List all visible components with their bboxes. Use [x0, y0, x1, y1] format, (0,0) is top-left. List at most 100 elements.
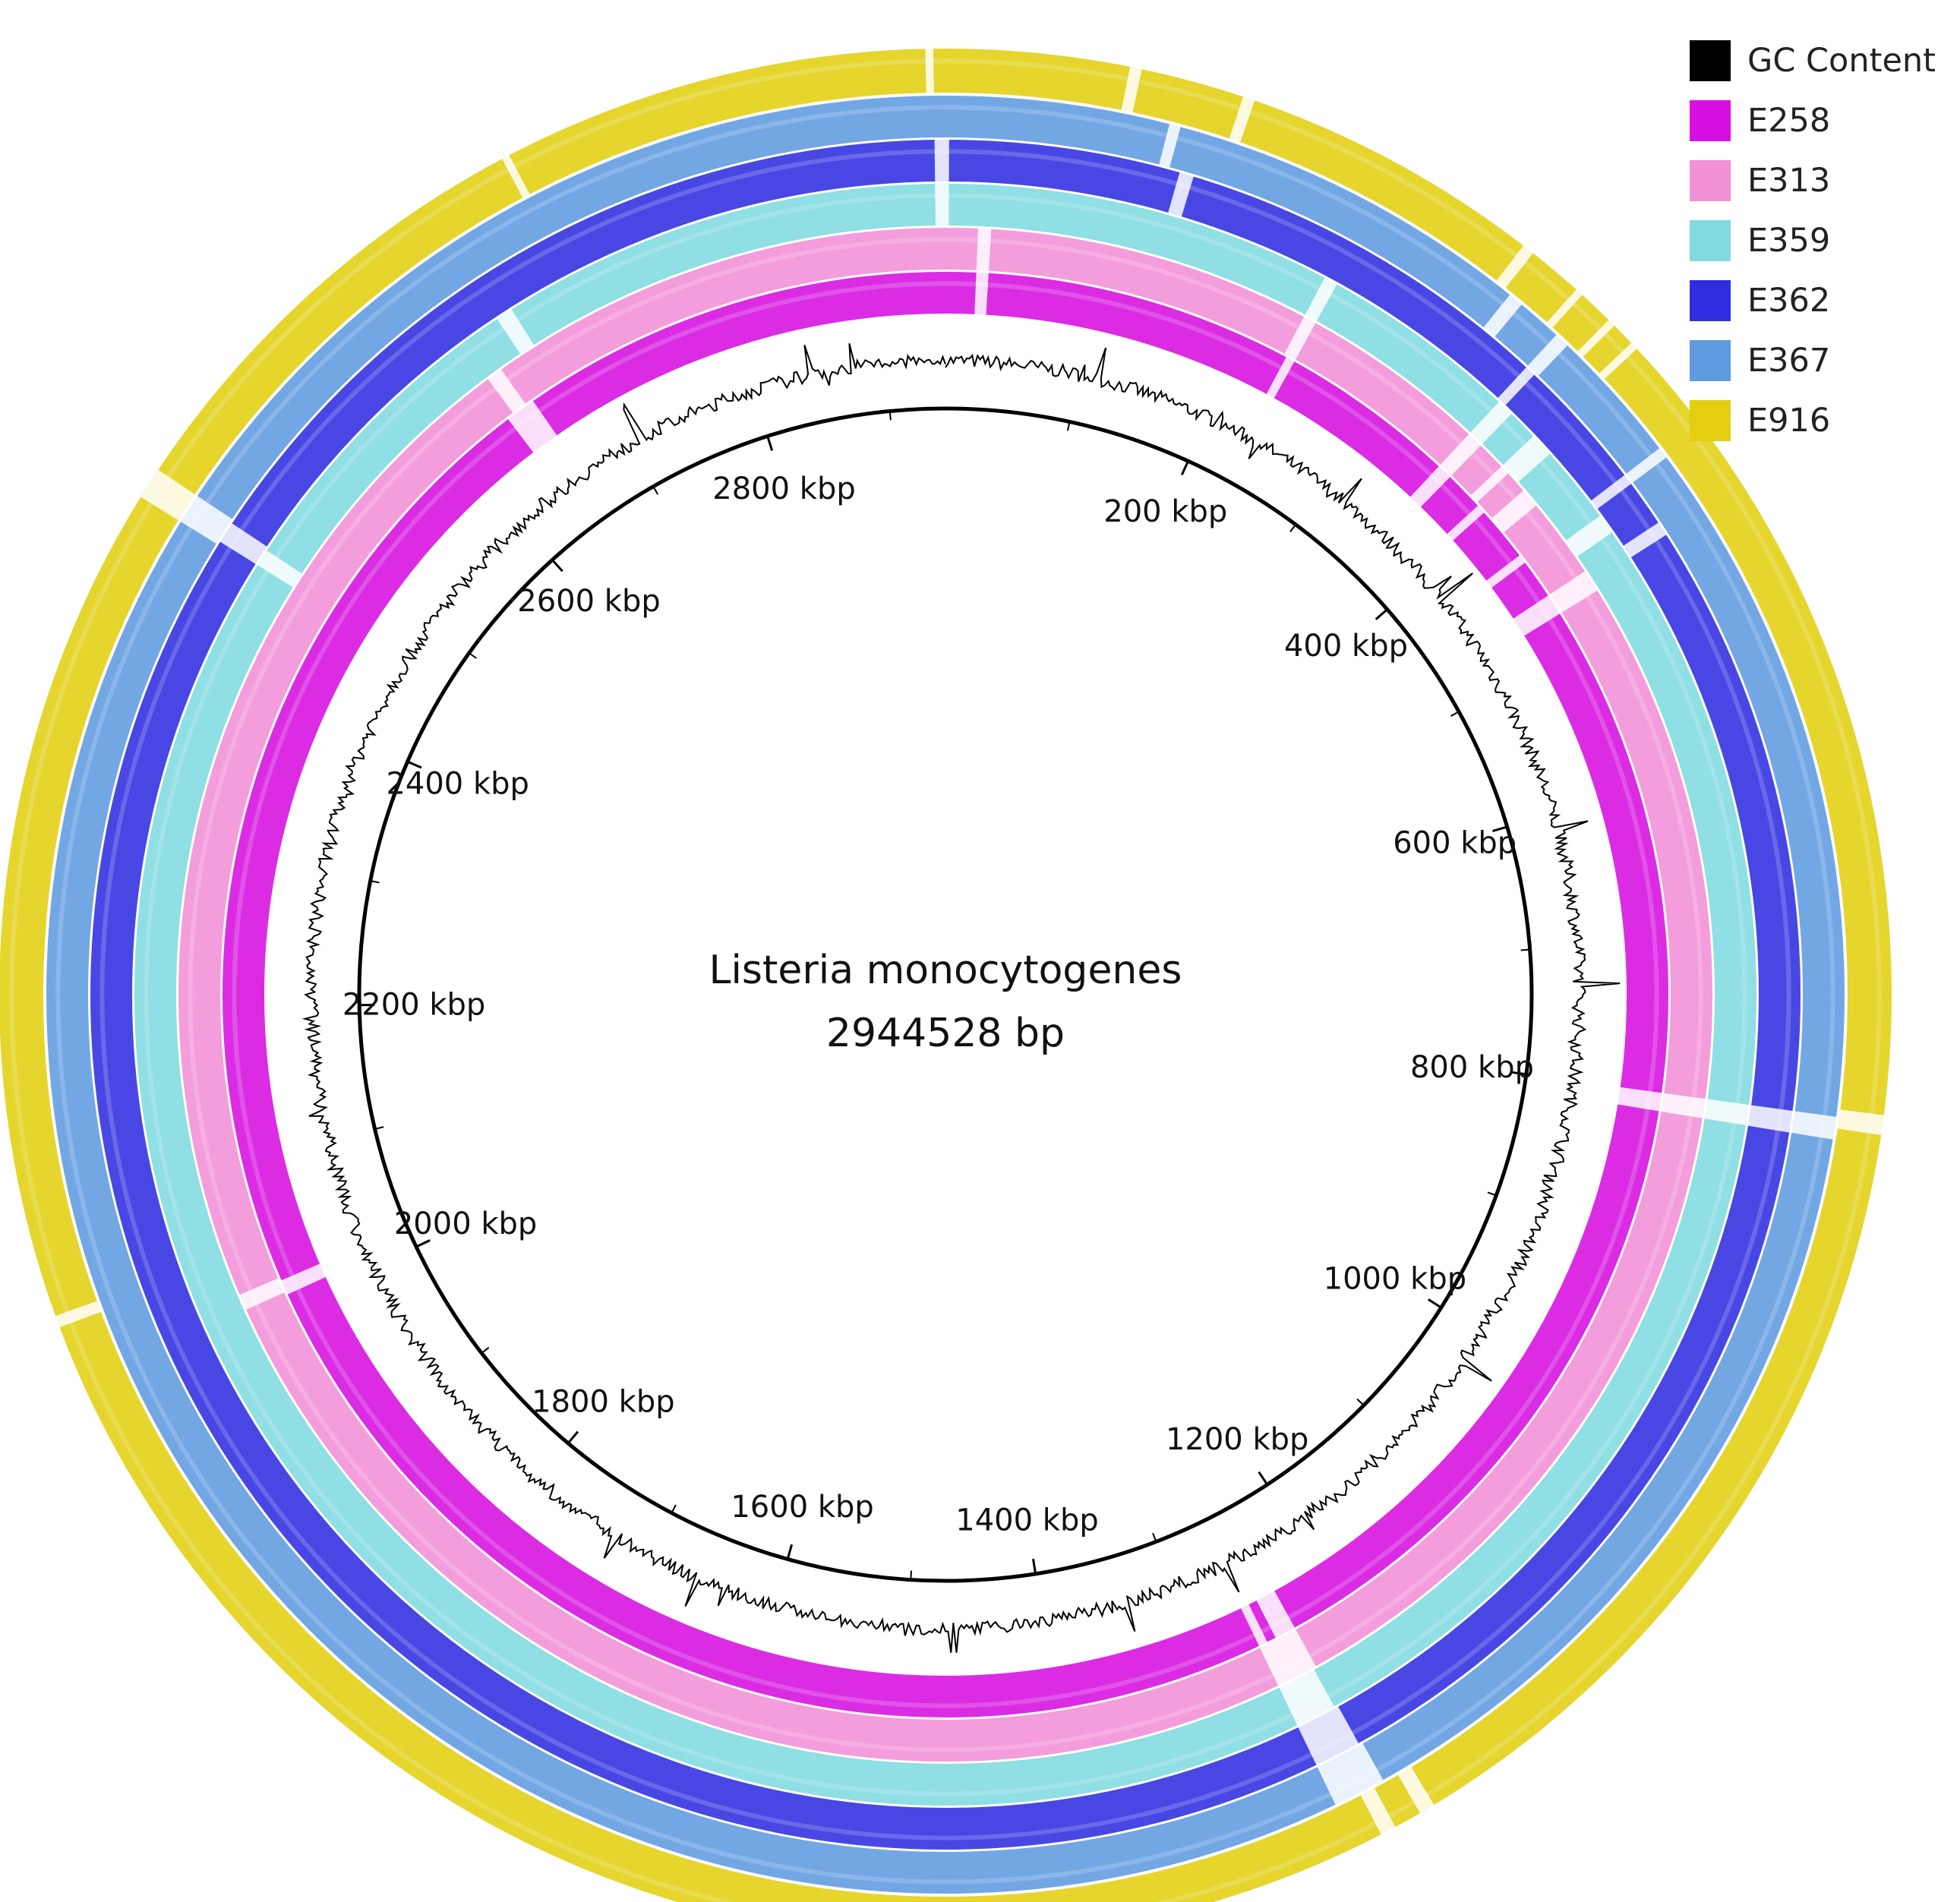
legend: GC Content E258 E313 E359 E362 E367 E916 — [1690, 30, 1936, 450]
tick-mark — [1032, 1558, 1037, 1575]
legend-item-e916: E916 — [1690, 390, 1936, 450]
tick-mark — [766, 435, 774, 451]
ring-gap-e916 — [1599, 342, 1638, 380]
tick-label: 2200 kbp — [342, 988, 485, 1023]
ring-gap-e367 — [1317, 1743, 1384, 1806]
ring-gap-e359 — [1703, 1099, 1750, 1126]
minor-tick-mark — [1520, 948, 1530, 951]
ring-band-e367 — [46, 96, 1845, 1894]
legend-label: E258 — [1747, 101, 1831, 140]
legend-swatch — [1690, 39, 1731, 81]
ring-gap-e916 — [1577, 319, 1615, 358]
tick-mark — [1492, 825, 1508, 833]
ring-gap-e916 — [1360, 1787, 1396, 1835]
ring-gap-e313 — [487, 368, 526, 414]
ring-gap-e313 — [1491, 490, 1537, 533]
tick-mark — [1428, 1298, 1442, 1309]
minor-tick-mark — [652, 486, 659, 495]
tick-label: 1400 kbp — [955, 1503, 1098, 1538]
ring-gap-e916 — [1836, 1109, 1885, 1136]
ring-gap-e258 — [1485, 554, 1526, 588]
ring-lane-e313 — [188, 237, 1703, 1752]
ring-e313 — [178, 227, 1712, 1762]
tick-label: 2800 kbp — [712, 472, 855, 506]
ring-band-e258 — [223, 272, 1668, 1717]
ring-lane-e367 — [55, 105, 1835, 1885]
ring-gap-e362 — [1497, 367, 1535, 406]
backbone-circle — [357, 406, 1534, 1583]
ring-gap-e916 — [1229, 96, 1255, 144]
tick-label: 2000 kbp — [394, 1206, 537, 1241]
ring-gap-e359 — [1469, 401, 1512, 445]
ring-gap-e258 — [974, 271, 989, 316]
ring-gap-e313 — [1549, 570, 1599, 613]
minor-tick-mark — [671, 1504, 677, 1514]
ring-gap-e916 — [1496, 244, 1534, 289]
tick-label: 2400 kbp — [386, 767, 529, 802]
legend-label: E916 — [1747, 401, 1831, 440]
ring-gap-e313 — [1660, 1093, 1706, 1118]
ring-gap-e916 — [1397, 1766, 1434, 1814]
ring-gap-e367 — [1791, 1111, 1837, 1140]
tick-mark — [786, 1544, 794, 1560]
organism-title: Listeria monocytogenes — [709, 948, 1182, 993]
ring-gap-e916 — [501, 154, 530, 199]
ring-gap-e362 — [1168, 172, 1195, 218]
ring-gap-e313 — [1259, 1629, 1317, 1686]
ring-gap-e367 — [180, 495, 233, 544]
minor-tick-mark — [374, 1126, 384, 1130]
legend-item-e359: E359 — [1690, 210, 1936, 270]
tick-marks — [359, 411, 1530, 1580]
gc-content-ring — [301, 343, 1621, 1653]
ring-gap-e916 — [1546, 289, 1583, 329]
legend-label: E367 — [1747, 341, 1831, 380]
minor-tick-mark — [1356, 1398, 1365, 1406]
minor-tick-mark — [888, 411, 892, 421]
ring-gap-e258 — [1409, 465, 1451, 508]
legend-swatch — [1690, 399, 1731, 441]
legend-swatch — [1690, 159, 1731, 201]
legend-item-e313: E313 — [1690, 150, 1936, 210]
legend-item-e362: E362 — [1690, 270, 1936, 330]
minor-tick-mark — [481, 1347, 490, 1354]
legend-swatch — [1690, 219, 1731, 261]
tick-mark — [407, 760, 422, 769]
ring-gap-e367 — [1483, 294, 1523, 338]
ring-gap-e916 — [140, 469, 196, 521]
tick-mark — [1258, 1471, 1268, 1486]
ring-gap-e258 — [1266, 356, 1295, 399]
ring-gap-e258 — [1256, 1590, 1296, 1639]
ring-e359 — [134, 182, 1756, 1806]
tick-label: 600 kbp — [1393, 826, 1517, 861]
gc-content-trace — [301, 343, 1621, 1653]
ring-gap-e258 — [1446, 505, 1485, 541]
minor-tick-mark — [469, 652, 477, 659]
tick-mark — [1180, 460, 1189, 476]
minor-tick-mark — [1066, 421, 1071, 431]
tick-label: 1200 kbp — [1166, 1422, 1308, 1457]
tick-label: 200 kbp — [1103, 494, 1227, 529]
ring-band-e916 — [0, 49, 1892, 1902]
ring-gap-e359 — [1305, 277, 1337, 322]
ring-lane-e916 — [9, 58, 1882, 1902]
ring-gap-e359 — [1565, 515, 1613, 557]
legend-item-gc-content: GC Content — [1690, 30, 1936, 90]
ring-gap-e362 — [219, 522, 268, 565]
legend-swatch — [1690, 339, 1731, 381]
ring-gap-e359 — [1279, 1669, 1335, 1727]
ring-gap-e313 — [1440, 434, 1482, 476]
ring-band-e313 — [178, 228, 1712, 1762]
ring-gap-e313 — [1470, 465, 1509, 503]
ring-gap-e359 — [1502, 435, 1551, 483]
ring-gap-e362 — [1623, 522, 1668, 558]
ring-gap-e916 — [1121, 66, 1142, 113]
ring-gap-e313 — [976, 227, 992, 272]
tick-label: 1000 kbp — [1324, 1262, 1466, 1297]
ring-gap-e359 — [497, 308, 535, 355]
ring-gap-e258 — [1617, 1087, 1663, 1112]
ring-gap-e258 — [507, 400, 557, 453]
ring-gap-e258 — [280, 1263, 327, 1295]
genome-length: 2944528 bp — [826, 1011, 1065, 1056]
tick-mark — [415, 1239, 431, 1248]
minor-tick-mark — [1152, 1532, 1157, 1542]
